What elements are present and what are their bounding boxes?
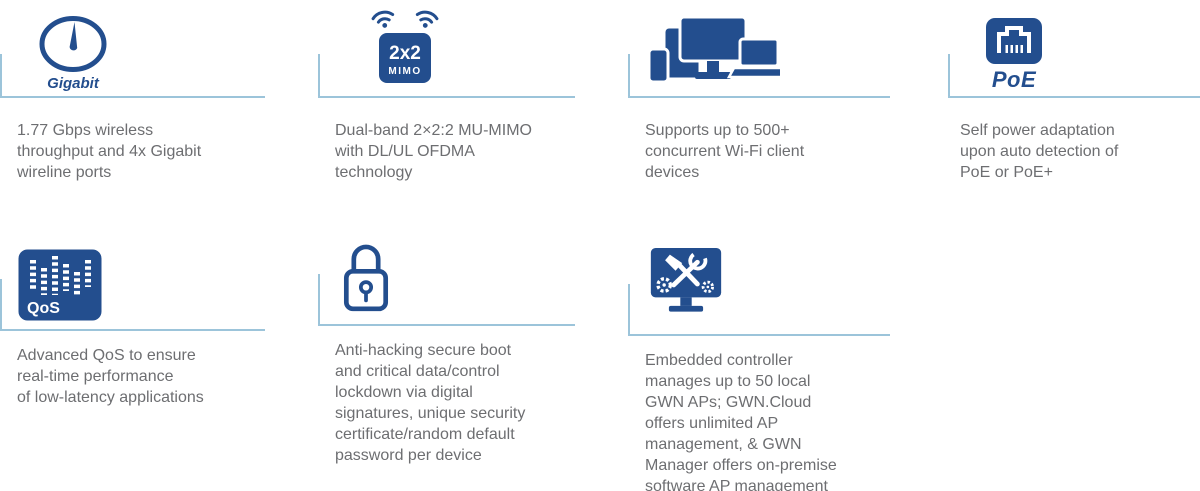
- divider-vertical: [318, 274, 320, 326]
- poe-label: PoE: [991, 66, 1037, 92]
- divider-vertical: [628, 54, 630, 98]
- divider-vertical: [628, 284, 630, 336]
- qos-equalizer-icon: QoS: [18, 249, 102, 329]
- ethernet-port-icon: PoE: [982, 17, 1046, 96]
- wifi-mimo-icon: 2x2 MIMO: [360, 10, 450, 96]
- feature-security: Anti-hacking secure boot and critical da…: [318, 237, 575, 466]
- divider-vertical: [318, 54, 320, 98]
- feature-text: Advanced QoS to ensure real-time perform…: [17, 347, 204, 406]
- feature-gigabit: Gigabit 1.77 Gbps wireless throughput an…: [0, 8, 265, 183]
- divider-vertical: [0, 279, 2, 331]
- gigabit-label: Gigabit: [47, 74, 99, 92]
- feature-mu-mimo: 2x2 MIMO Dual-band 2×2:2 MU-MIMO with DL…: [318, 8, 575, 183]
- feature-qos: QoS Advanced QoS to ensure real-time per…: [0, 237, 265, 408]
- speedometer-icon: Gigabit: [36, 15, 110, 97]
- feature-text: Anti-hacking secure boot and critical da…: [335, 342, 526, 464]
- mimo-box-line1: 2x2: [389, 43, 421, 64]
- divider-line: [0, 279, 265, 331]
- divider-line: [0, 54, 265, 98]
- qos-box-label: QoS: [27, 300, 60, 317]
- padlock-icon: [336, 236, 396, 324]
- feature-text: Dual-band 2×2:2 MU-MIMO with DL/UL OFDMA…: [335, 122, 532, 181]
- divider-vertical: [0, 54, 2, 98]
- feature-text: Self power adaptation upon auto detectio…: [960, 122, 1119, 181]
- divider-vertical: [948, 54, 950, 98]
- divider-line: [318, 54, 575, 98]
- feature-poe: PoE Self power adaptation upon auto dete…: [948, 8, 1200, 183]
- divider-line: [628, 284, 890, 336]
- management-console-icon: [648, 244, 724, 334]
- feature-text: Embedded controller manages up to 50 loc…: [645, 352, 837, 491]
- divider-line: [628, 54, 890, 98]
- client-devices-icon: [647, 15, 792, 96]
- feature-clients: Supports up to 500+ concurrent Wi-Fi cli…: [628, 8, 890, 183]
- divider-line: [948, 54, 1200, 98]
- feature-text: 1.77 Gbps wireless throughput and 4x Gig…: [17, 122, 202, 181]
- feature-text: Supports up to 500+ concurrent Wi-Fi cli…: [645, 122, 805, 181]
- divider-line: [318, 274, 575, 326]
- feature-controller: Embedded controller manages up to 50 loc…: [628, 237, 890, 491]
- mimo-box-line2: MIMO: [388, 66, 421, 77]
